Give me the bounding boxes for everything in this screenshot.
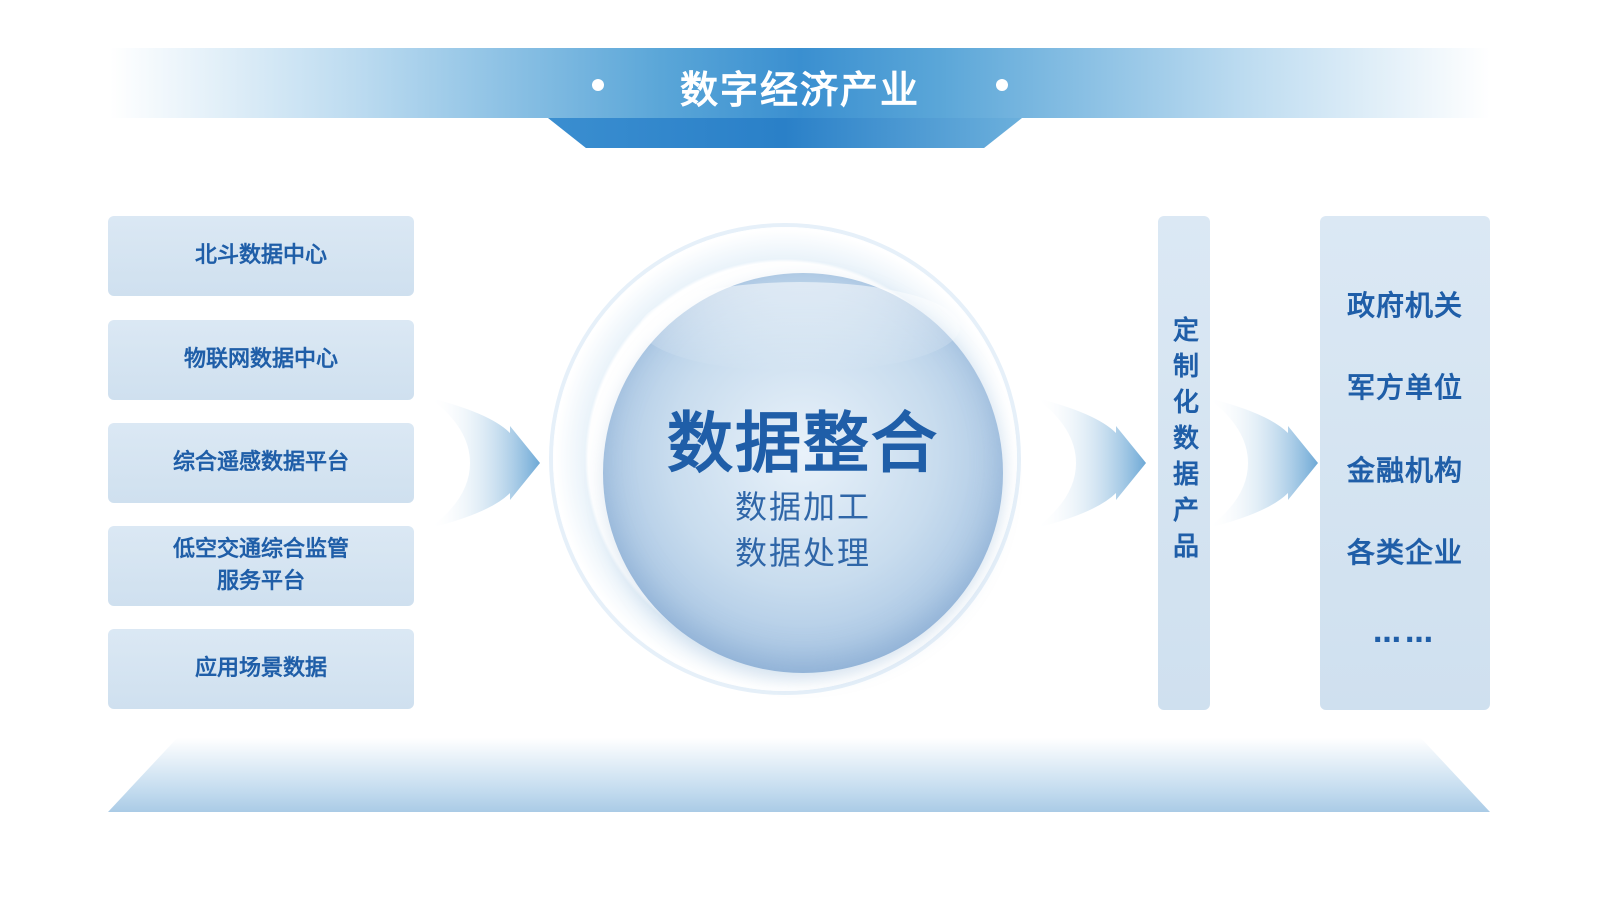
source-box-iot: 物联网数据中心 bbox=[108, 320, 414, 400]
core-line-handling: 数据处理 bbox=[734, 534, 871, 572]
header-title: 数字经济产业 bbox=[679, 67, 920, 112]
header-banner bbox=[110, 48, 1490, 118]
source-box-low-altitude: 低空交通综合监管 服务平台 bbox=[108, 526, 414, 606]
product-bar bbox=[1158, 216, 1210, 710]
source-box-scenario: 应用场景数据 bbox=[108, 629, 414, 709]
core-line-processing: 数据加工 bbox=[734, 488, 871, 526]
customer-item-military: 军方单位 bbox=[1346, 371, 1463, 404]
source-box-beidou: 北斗数据中心 bbox=[108, 216, 414, 296]
customer-item-finance: 金融机构 bbox=[1346, 454, 1463, 487]
customer-item-government: 政府机关 bbox=[1346, 289, 1463, 322]
header-banner-tab bbox=[548, 118, 1022, 148]
base-platform bbox=[108, 738, 1490, 812]
customer-panel bbox=[1320, 216, 1490, 710]
banner-dot-right bbox=[996, 79, 1008, 91]
core-sphere-highlight bbox=[640, 282, 960, 372]
product-label: 定制化数据产品 bbox=[1168, 316, 1199, 568]
flow-arrow-1 bbox=[430, 398, 540, 528]
banner-dot-left bbox=[592, 79, 604, 91]
flow-arrow-3 bbox=[1208, 398, 1318, 528]
core-title: 数据整合 bbox=[667, 405, 939, 482]
customer-item-ellipsis: …… bbox=[1373, 615, 1437, 649]
source-box-remote-sensing: 综合遥感数据平台 bbox=[108, 423, 414, 503]
customer-item-enterprise: 各类企业 bbox=[1346, 536, 1463, 569]
flow-arrow-2 bbox=[1036, 398, 1146, 528]
